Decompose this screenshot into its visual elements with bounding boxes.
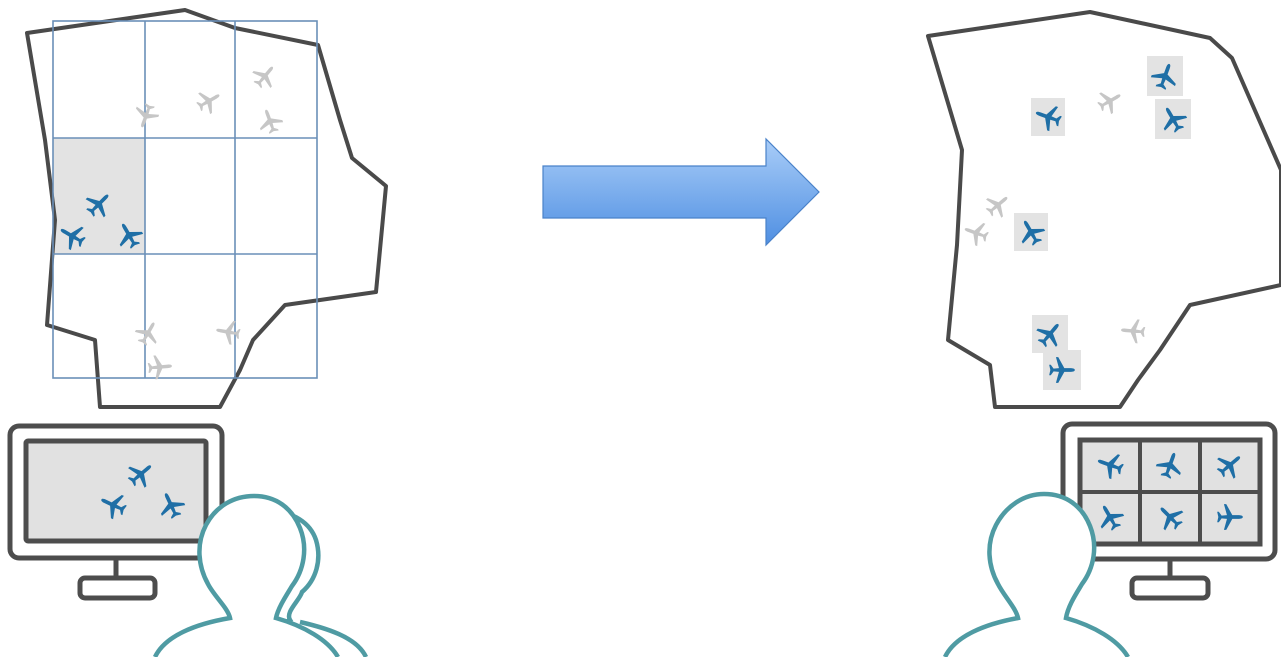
airplane-icon <box>981 188 1015 222</box>
airplane-icon <box>193 85 226 118</box>
airplane-icon <box>248 59 282 93</box>
airplane-icon <box>132 317 165 350</box>
airplane-icon <box>255 106 286 137</box>
airplane-icon <box>961 218 992 249</box>
airplane-icon <box>214 318 242 346</box>
airplane-icon <box>131 101 162 132</box>
monitor-icon <box>10 426 222 598</box>
right-arrow <box>543 139 819 245</box>
monitor-icon <box>1063 424 1275 598</box>
airplane-icon <box>1120 318 1146 344</box>
left-panel <box>10 10 386 657</box>
airplane-icon <box>1094 85 1127 118</box>
airplane-icon <box>147 354 173 380</box>
arrow-shape <box>543 139 819 245</box>
right-panel <box>928 12 1281 657</box>
region-outline-right <box>928 12 1281 407</box>
